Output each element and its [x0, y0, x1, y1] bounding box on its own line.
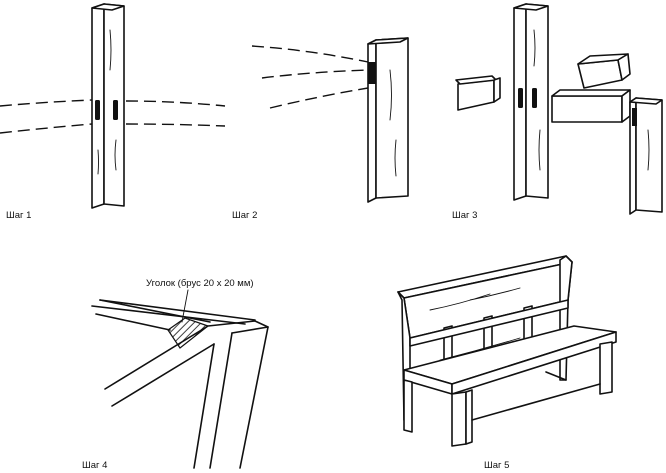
step-1-label: Шаг 1 — [6, 210, 32, 221]
step-2-post-with-end-slot — [251, 37, 409, 203]
step-4-label: Шаг 4 — [82, 460, 108, 471]
step-3-label: Шаг 3 — [452, 210, 478, 221]
step-2-label: Шаг 2 — [232, 210, 258, 221]
step-1-post-with-mortises — [0, 3, 226, 209]
step-3-parts-exploded — [455, 3, 663, 215]
step-5-finished-bench — [397, 255, 617, 447]
step-4-corner-brace-detail — [91, 289, 269, 469]
step-4-callout: Уголок (брус 20 х 20 мм) — [146, 278, 254, 289]
step-5-label: Шаг 5 — [484, 460, 510, 471]
